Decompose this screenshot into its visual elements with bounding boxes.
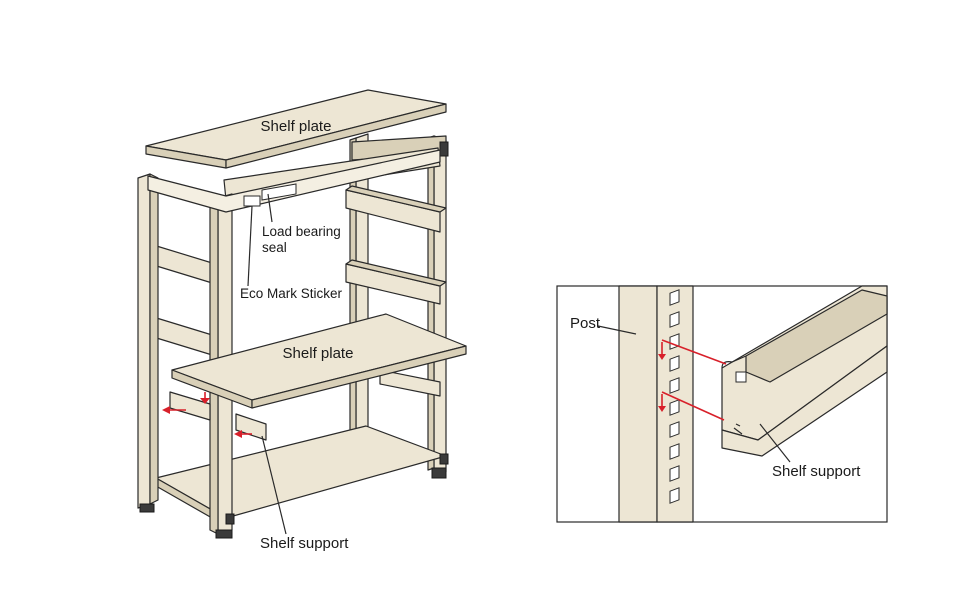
post-label: Post [570, 315, 601, 332]
top-shelf-plate: Shelf plate [145, 89, 447, 169]
load-bearing-seal-label-1: Load bearing [262, 224, 341, 239]
load-bearing-seal-label-2: seal [262, 240, 287, 255]
detail-post [618, 285, 694, 523]
eco-mark-sticker [243, 195, 261, 207]
back-right-foot [431, 467, 447, 479]
right-side-supports [345, 185, 447, 397]
middle-shelf-plate: Shelf plate [171, 313, 467, 409]
lower-shelf-supports [169, 391, 267, 441]
detail-arrows [658, 339, 727, 421]
load-bearing-seal [261, 183, 297, 201]
detail-shelf-support [721, 285, 888, 457]
detail-shelf-support-label: Shelf support [772, 463, 861, 480]
top-right-bracket [439, 141, 449, 157]
front-left-post [137, 173, 159, 513]
post-leader [597, 325, 637, 335]
post-slots [669, 289, 680, 504]
shelf-support-label: Shelf support [260, 535, 349, 552]
insertion-arrows [162, 392, 252, 438]
back-right-post [427, 135, 447, 473]
leader-lines [247, 193, 287, 535]
detail-inset: Post Shelf support [556, 285, 888, 523]
eco-mark-sticker-label: Eco Mark Sticker [240, 286, 343, 301]
middle-shelf-plate-label: Shelf plate [283, 345, 354, 362]
support-leader [759, 423, 791, 463]
top-shelf-plate-label: Shelf plate [261, 118, 332, 135]
shelf-unit: Shelf plate Shelf plate [137, 89, 467, 552]
back-right-bracket [439, 453, 449, 465]
